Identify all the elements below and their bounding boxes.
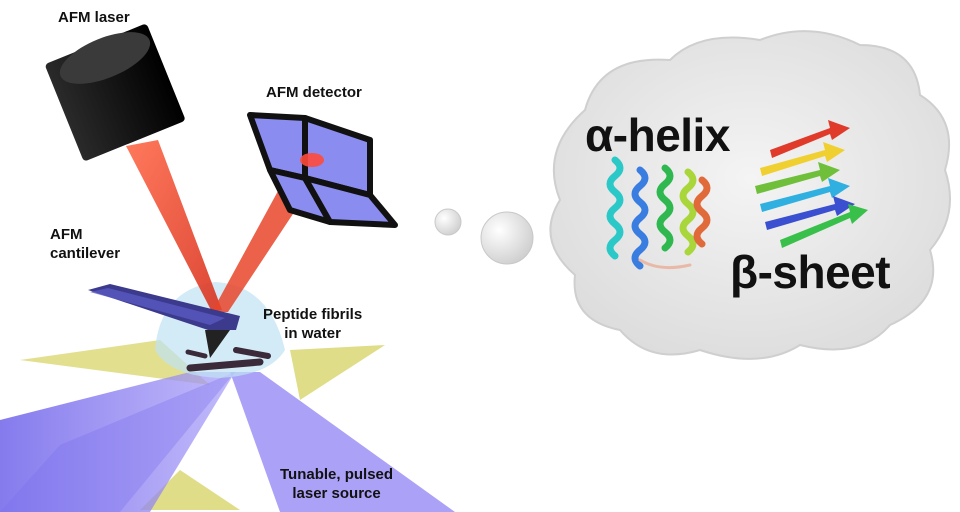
thought-bubble-small	[435, 209, 461, 235]
peptide-fibrils-label: Peptide fibrils in water	[263, 305, 362, 343]
afm-laser-beam	[126, 140, 222, 312]
beta-sheet-label: β-sheet	[730, 245, 890, 299]
afm-detector-label: AFM detector	[266, 83, 362, 102]
laser-source-label: Tunable, pulsed laser source	[280, 465, 393, 503]
afm-laser-body	[45, 21, 186, 161]
thought-cloud	[550, 31, 950, 359]
afm-cantilever-label: AFM cantilever	[50, 225, 120, 263]
thought-bubble-medium	[481, 212, 533, 264]
alpha-helix-label: α-helix	[585, 108, 730, 162]
afm-laser-label: AFM laser	[58, 8, 130, 27]
